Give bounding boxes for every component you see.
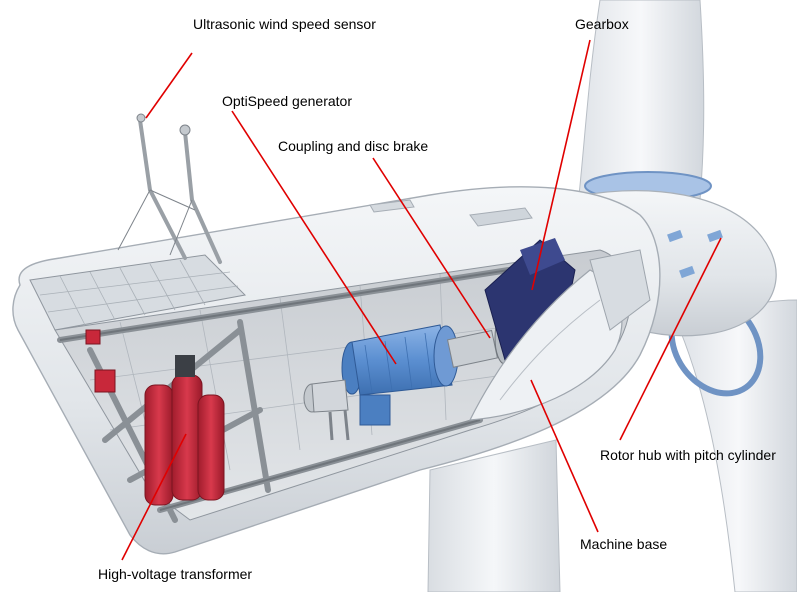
leader-line-coupling-brake <box>372 157 491 339</box>
label-rotor-hub-with-pitch-cylinder: Rotor hub with pitch cylinder <box>600 447 776 463</box>
label-gearbox: Gearbox <box>575 16 629 32</box>
leader-line-gearbox <box>531 39 591 291</box>
label-coupling-and-disc-brake: Coupling and disc brake <box>278 138 429 154</box>
label-optispeed-generator: OptiSpeed generator <box>222 93 352 109</box>
label-machine-base: Machine base <box>580 536 668 552</box>
leader-lines <box>121 39 722 561</box>
leader-line-transformer <box>121 433 187 561</box>
leader-line-rotor-hub <box>619 237 722 441</box>
leader-line-generator <box>231 110 397 365</box>
leader-line-machine-base <box>530 379 599 533</box>
label-high-voltage-transformer: High-voltage transformer <box>98 566 253 582</box>
label-ultrasonic-wind-speed-sensor: Ultrasonic wind speed sensor <box>193 16 376 32</box>
leader-line-ultrasonic-sensor <box>145 52 193 119</box>
